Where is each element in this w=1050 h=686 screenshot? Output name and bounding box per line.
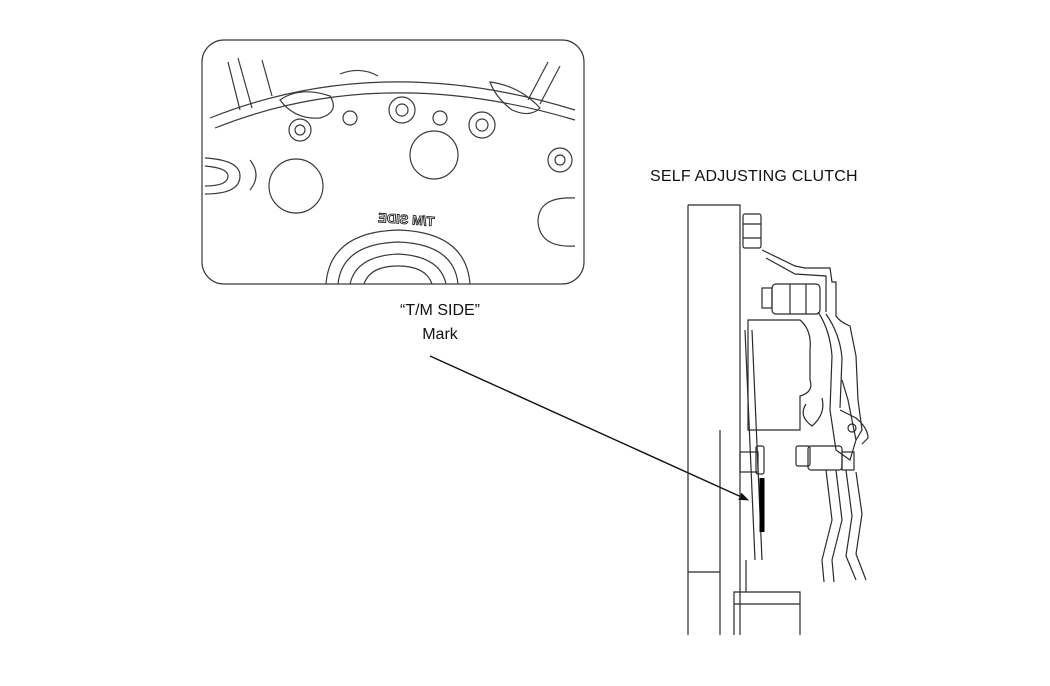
inset-edge-hole: [537, 197, 576, 247]
inset-hole-2: [432, 110, 448, 126]
pivot-rivet-body: [771, 283, 821, 315]
inset-hole-1: [342, 110, 358, 126]
callout-arrow: [429, 355, 749, 501]
inset-rivet-3: [468, 111, 496, 139]
lower-rivet-head: [795, 445, 811, 467]
inset-tm-side-embossed-mark: T/M SIDE: [377, 210, 435, 230]
svg-text:T/M SIDE: T/M SIDE: [377, 210, 435, 229]
inset-rivet-2: [388, 96, 416, 124]
release-finger-1: [821, 469, 833, 583]
diaphragm-spring: [817, 311, 833, 411]
callout-label-mark: Mark: [422, 326, 458, 343]
inset-large-hole-2: [409, 130, 459, 180]
hub-bolt: [739, 451, 759, 473]
inset-hub-outer: [325, 229, 471, 284]
clutch-disc-line: [744, 329, 756, 561]
callout-label-tm-side: “T/M SIDE”: [400, 302, 480, 319]
inset-frame: [201, 39, 585, 285]
adjuster-ball: [847, 423, 857, 433]
inset-disc-outer-arc: [209, 81, 576, 119]
inset-large-hole-1: [268, 158, 324, 214]
inset-detail-view: T/M SIDE: [201, 39, 585, 285]
pressure-plate: [747, 319, 812, 431]
flywheel-outline: [688, 204, 741, 635]
clutch-cross-section: [687, 204, 869, 635]
diagram-title: SELF ADJUSTING CLUTCH: [650, 168, 858, 185]
inset-rivet-1: [288, 118, 312, 142]
top-bolt: [742, 213, 762, 249]
pivot-rivet-head: [761, 287, 773, 309]
input-shaft-hub: [733, 591, 801, 635]
clutch-cover-outline: [761, 249, 863, 441]
release-finger-2: [845, 469, 857, 581]
